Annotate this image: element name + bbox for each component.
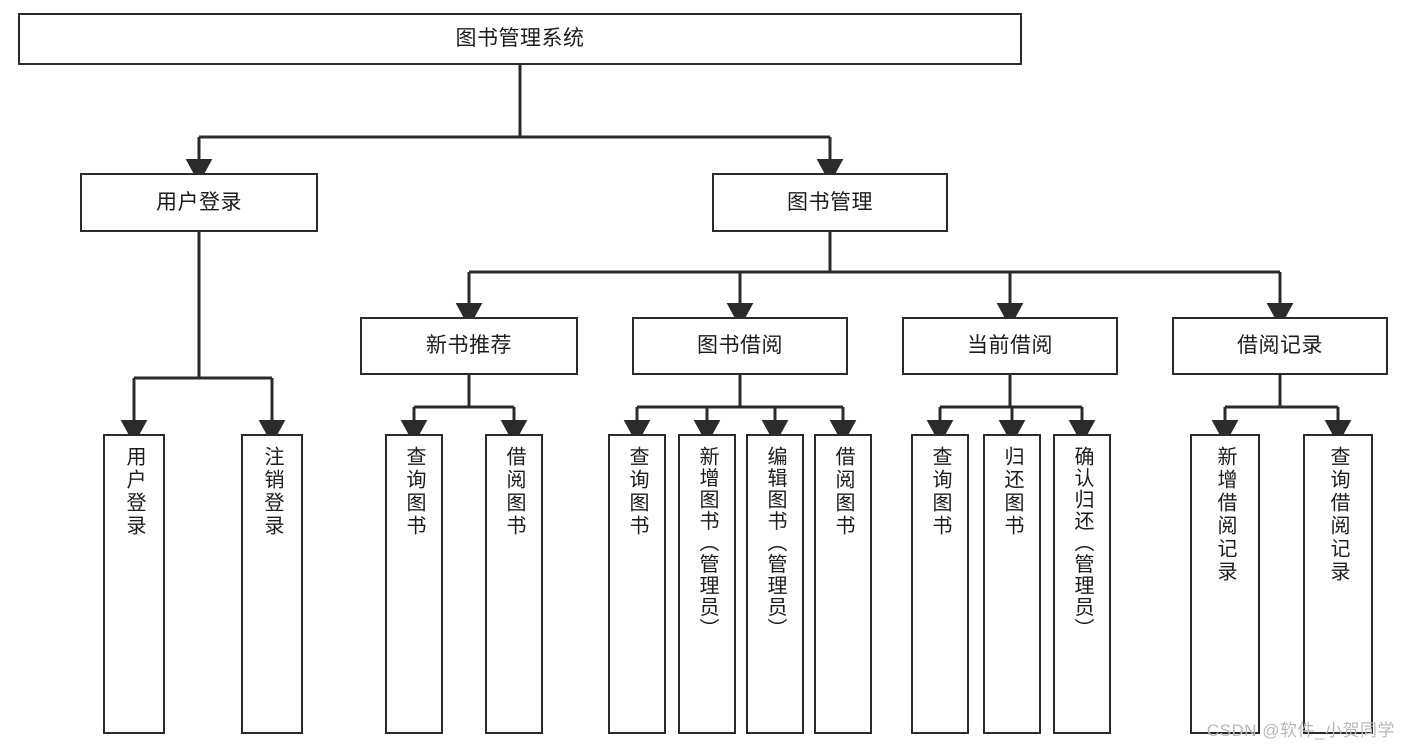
node-label: 图书管理系统: [455, 27, 585, 51]
csdn-watermark: CSDN @软件_小贺同学: [1206, 721, 1395, 740]
node-label: 注销登录: [261, 446, 283, 538]
node-borrow-record[interactable]: 借阅记录: [1172, 317, 1388, 375]
node-leaf-add-record[interactable]: 新增借阅记录: [1190, 434, 1260, 734]
node-label: 查询借阅记录: [1327, 446, 1349, 584]
node-leaf-logout[interactable]: 注销登录: [241, 434, 303, 734]
node-label: 新增图书（管理员）: [696, 446, 718, 640]
node-leaf-query-book-3[interactable]: 查询图书: [911, 434, 969, 734]
node-leaf-borrow-book-1[interactable]: 借阅图书: [485, 434, 543, 734]
node-label: 新增借阅记录: [1214, 446, 1236, 584]
node-label: 归还图书: [1001, 446, 1023, 538]
node-label: 新书推荐: [426, 334, 512, 358]
node-label: 用户登录: [156, 190, 242, 214]
node-label: 借阅图书: [832, 446, 854, 538]
node-leaf-query-record[interactable]: 查询借阅记录: [1303, 434, 1373, 734]
node-leaf-user-login[interactable]: 用户登录: [103, 434, 165, 734]
node-label: 查询图书: [626, 446, 648, 538]
node-leaf-borrow-book-2[interactable]: 借阅图书: [814, 434, 872, 734]
node-label: 图书借阅: [697, 334, 783, 358]
node-label: 图书管理: [787, 190, 873, 214]
node-leaf-return-book[interactable]: 归还图书: [983, 434, 1041, 734]
node-leaf-query-book-2[interactable]: 查询图书: [608, 434, 666, 734]
node-leaf-query-book-1[interactable]: 查询图书: [385, 434, 443, 734]
node-new-book-recommend[interactable]: 新书推荐: [360, 317, 578, 375]
node-label: 借阅记录: [1237, 334, 1323, 358]
node-label: 当前借阅: [967, 334, 1053, 358]
node-current-borrow[interactable]: 当前借阅: [902, 317, 1118, 375]
node-user-login[interactable]: 用户登录: [80, 173, 318, 232]
node-label: 借阅图书: [503, 446, 525, 538]
node-leaf-confirm-return[interactable]: 确认归还（管理员）: [1053, 434, 1111, 734]
node-root[interactable]: 图书管理系统: [18, 13, 1022, 65]
node-book-manage[interactable]: 图书管理: [712, 173, 948, 232]
node-label: 查询图书: [929, 446, 951, 538]
node-leaf-add-book[interactable]: 新增图书（管理员）: [678, 434, 736, 734]
node-book-borrow[interactable]: 图书借阅: [632, 317, 848, 375]
node-label: 用户登录: [123, 446, 145, 538]
node-label: 编辑图书（管理员）: [764, 446, 786, 640]
node-leaf-edit-book[interactable]: 编辑图书（管理员）: [746, 434, 804, 734]
node-label: 查询图书: [403, 446, 425, 538]
node-label: 确认归还（管理员）: [1071, 446, 1093, 640]
